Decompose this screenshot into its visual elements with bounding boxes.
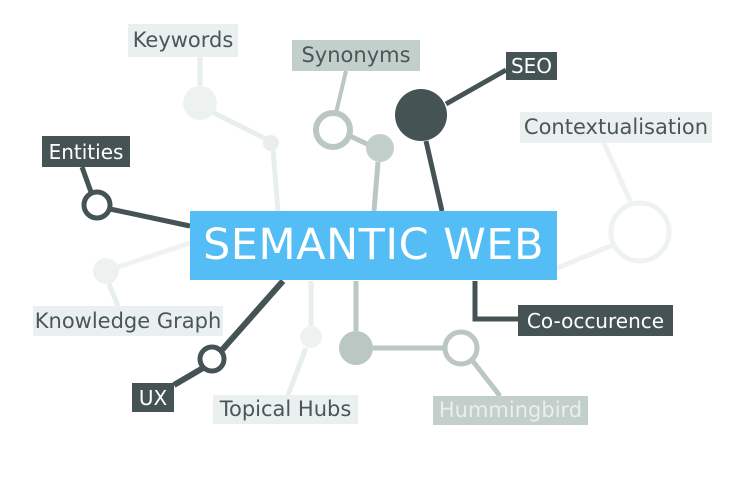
keywords-joint[interactable] (263, 135, 279, 151)
edge-seo-label (444, 67, 508, 107)
knowledge-graph-node[interactable] (93, 258, 119, 284)
topical-hubs-joint[interactable] (300, 326, 322, 348)
node-label-seo[interactable]: SEO (506, 52, 557, 80)
edge-synonyms-label (334, 70, 348, 114)
edge-cooccurence-center (472, 281, 518, 322)
edge-hub-center (371, 161, 381, 212)
keywords-node[interactable] (183, 86, 217, 120)
edge-joint-center (270, 149, 281, 212)
edge-kg-center (117, 240, 191, 270)
edge-hummingbird-label (470, 358, 502, 398)
node-label-keywords[interactable]: Keywords (128, 24, 238, 57)
node-label-hummingbird[interactable]: Hummingbird (433, 396, 588, 425)
edge-keywords-joint (212, 110, 270, 143)
edge-entities-center (109, 206, 191, 229)
node-label-entities[interactable]: Entities (42, 136, 130, 167)
edge-contextualisation (601, 141, 635, 207)
edge-kg-label (106, 283, 121, 307)
hummingbird-node[interactable] (442, 329, 480, 367)
edge-ux-center (219, 279, 286, 352)
node-label-knowledge-graph[interactable]: Knowledge Graph (33, 306, 223, 336)
node-label-synonyms[interactable]: Synonyms (292, 40, 420, 71)
edge-ux-label (172, 365, 205, 388)
node-label-co-occurence[interactable]: Co-occurence (518, 305, 673, 336)
edge-seo-center (423, 140, 445, 212)
entities-node[interactable] (81, 189, 113, 221)
edge-synonyms-hub (348, 133, 369, 147)
central-node-semantic-web[interactable]: SEMANTIC WEB (190, 211, 557, 280)
contextualisation-node[interactable] (608, 200, 672, 264)
hub-node[interactable] (339, 331, 373, 365)
ux-node[interactable] (197, 344, 227, 374)
node-label-topical-hubs[interactable]: Topical Hubs (213, 395, 358, 424)
edge-contextualisation-ctr (556, 242, 614, 271)
seo-node[interactable] (395, 89, 447, 141)
node-label-contextualisation[interactable]: Contextualisation (520, 112, 712, 143)
synonyms-node[interactable] (313, 110, 353, 150)
edge-topical-label (285, 347, 309, 396)
edge-entities-label (79, 166, 94, 193)
node-label-ux[interactable]: UX (132, 383, 174, 412)
synonyms-joint[interactable] (366, 134, 394, 162)
